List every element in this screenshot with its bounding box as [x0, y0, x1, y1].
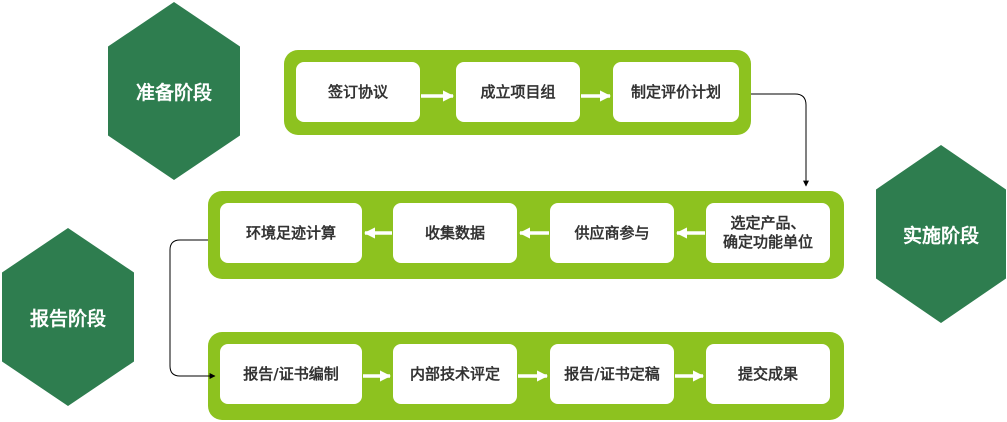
- connector-prepare-to-implement: [751, 93, 809, 187]
- step-report-compile: 报告/证书编制: [220, 344, 362, 404]
- stage-hexagon-prepare: 准备阶段: [108, 2, 240, 180]
- stage-label-prepare: 准备阶段: [135, 81, 212, 104]
- step-submit-results: 提交成果: [706, 344, 830, 404]
- step-select-product-unit: 选定产品、 确定功能单位: [706, 203, 830, 263]
- stage-label-implement: 实施阶段: [902, 224, 979, 247]
- step-collect-data: 收集数据: [393, 203, 517, 263]
- stage-hexagon-report: 报告阶段: [2, 228, 134, 406]
- step-sign-agreement: 签订协议: [296, 62, 420, 122]
- step-form-project-team: 成立项目组: [456, 62, 580, 122]
- stage-hexagon-implement: 实施阶段: [876, 145, 1006, 323]
- step-supplier-participation: 供应商参与: [550, 203, 674, 263]
- step-make-evaluation-plan: 制定评价计划: [613, 62, 739, 122]
- step-report-finalize: 报告/证书定稿: [550, 344, 674, 404]
- step-footprint-calculation: 环境足迹计算: [220, 203, 362, 263]
- step-internal-review: 内部技术评定: [393, 344, 517, 404]
- stage-label-report: 报告阶段: [29, 307, 106, 330]
